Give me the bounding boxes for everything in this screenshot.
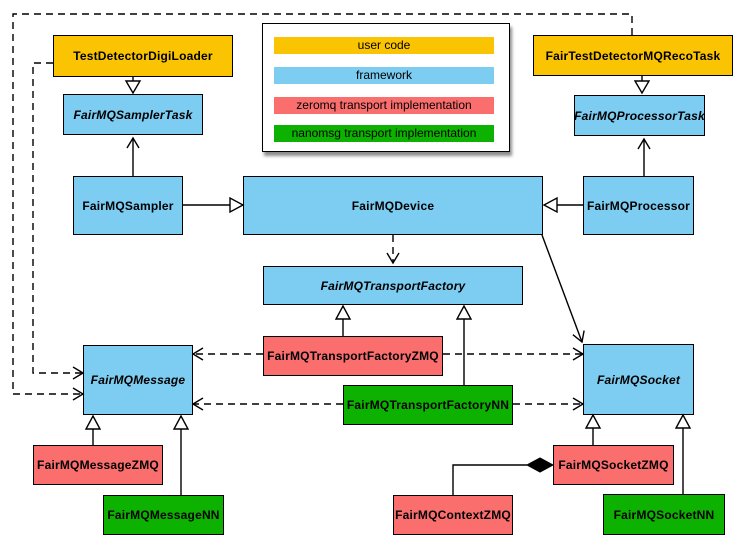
class-label: FairMQSamplerTask bbox=[73, 107, 193, 122]
class-box-fairmqsocket: FairMQSocket bbox=[583, 344, 694, 415]
gen-messagezmq-triangle bbox=[84, 414, 102, 430]
class-label: FairMQSampler bbox=[82, 198, 174, 213]
class-box-fairmqtransportfactoryzmq: FairMQTransportFactoryZMQ bbox=[263, 336, 443, 376]
legend-item-zeromq: zeromq transport implementation bbox=[274, 97, 494, 114]
class-label: FairTestDetectorMQRecoTask bbox=[545, 48, 721, 63]
comp-contextzmq-line bbox=[452, 464, 527, 495]
class-label: FairMQMessage bbox=[90, 373, 186, 387]
class-box-fairmqsampler: FairMQSampler bbox=[73, 176, 183, 235]
gen-sampler-device-triangle bbox=[229, 196, 245, 214]
class-label: FairMQMessageNN bbox=[107, 508, 220, 522]
class-label: FairMQDevice bbox=[351, 198, 435, 213]
gen-factoryzmq-triangle bbox=[334, 304, 352, 320]
class-box-fairmqsocketnn: FairMQSocketNN bbox=[603, 494, 725, 535]
class-box-fairmqmessagezmq: FairMQMessageZMQ bbox=[33, 445, 163, 485]
legend-item-framework: framework bbox=[274, 67, 494, 84]
class-label: FairMQTransportFactory bbox=[320, 278, 466, 293]
class-label: FairMQMessageZMQ bbox=[37, 458, 159, 472]
class-box-fairmqprocessortask: FairMQProcessorTask bbox=[574, 95, 705, 136]
gen-recotask-triangle bbox=[633, 80, 651, 95]
class-box-testdetectordigiloader: TestDetectorDigiLoader bbox=[53, 35, 233, 77]
legend: user code framework zeromq transport imp… bbox=[262, 23, 510, 152]
class-box-fairmqtransportfactory: FairMQTransportFactory bbox=[263, 266, 523, 305]
legend-item-user-code: user code bbox=[274, 37, 494, 54]
gen-socketnn-triangle bbox=[674, 413, 692, 429]
comp-contextzmq-diamond bbox=[525, 457, 555, 473]
class-label: FairMQSocketZMQ bbox=[558, 458, 669, 472]
class-box-fairmqtransportfactorynn: FairMQTransportFactoryNN bbox=[343, 385, 513, 425]
gen-socketzmq-triangle bbox=[584, 413, 602, 429]
class-box-fairmqcontextzmq: FairMQContextZMQ bbox=[393, 495, 513, 535]
class-box-fairmqmessagenn: FairMQMessageNN bbox=[103, 495, 224, 535]
class-box-fairmqmessage: FairMQMessage bbox=[83, 345, 193, 415]
gen-factorynn-triangle bbox=[455, 304, 473, 320]
class-box-fairmqsocketzmq: FairMQSocketZMQ bbox=[553, 445, 674, 485]
class-box-fairmqsamplertask: FairMQSamplerTask bbox=[63, 94, 203, 135]
class-label: FairMQProcessor bbox=[586, 198, 691, 213]
class-label: FairMQTransportFactoryNN bbox=[346, 398, 510, 412]
class-label: FairMQSocket bbox=[596, 372, 681, 387]
assoc-device-to-socket bbox=[541, 234, 585, 344]
gen-messagenn-triangle bbox=[172, 414, 190, 430]
gen-processor-device-triangle bbox=[542, 196, 558, 214]
class-box-fairtestdetectormqrecotask: FairTestDetectorMQRecoTask bbox=[533, 35, 733, 76]
class-label: TestDetectorDigiLoader bbox=[73, 49, 213, 63]
class-label: FairMQTransportFactoryZMQ bbox=[267, 349, 439, 363]
class-box-fairmqdevice: FairMQDevice bbox=[243, 176, 543, 235]
class-label: FairMQProcessorTask bbox=[574, 108, 705, 123]
gen-digiloader-triangle bbox=[124, 80, 142, 95]
class-box-fairmqprocessor: FairMQProcessor bbox=[583, 176, 694, 235]
class-label: FairMQContextZMQ bbox=[395, 508, 511, 522]
class-label: FairMQSocketNN bbox=[613, 507, 715, 522]
legend-item-nanomsg: nanomsg transport implementation bbox=[274, 125, 494, 142]
